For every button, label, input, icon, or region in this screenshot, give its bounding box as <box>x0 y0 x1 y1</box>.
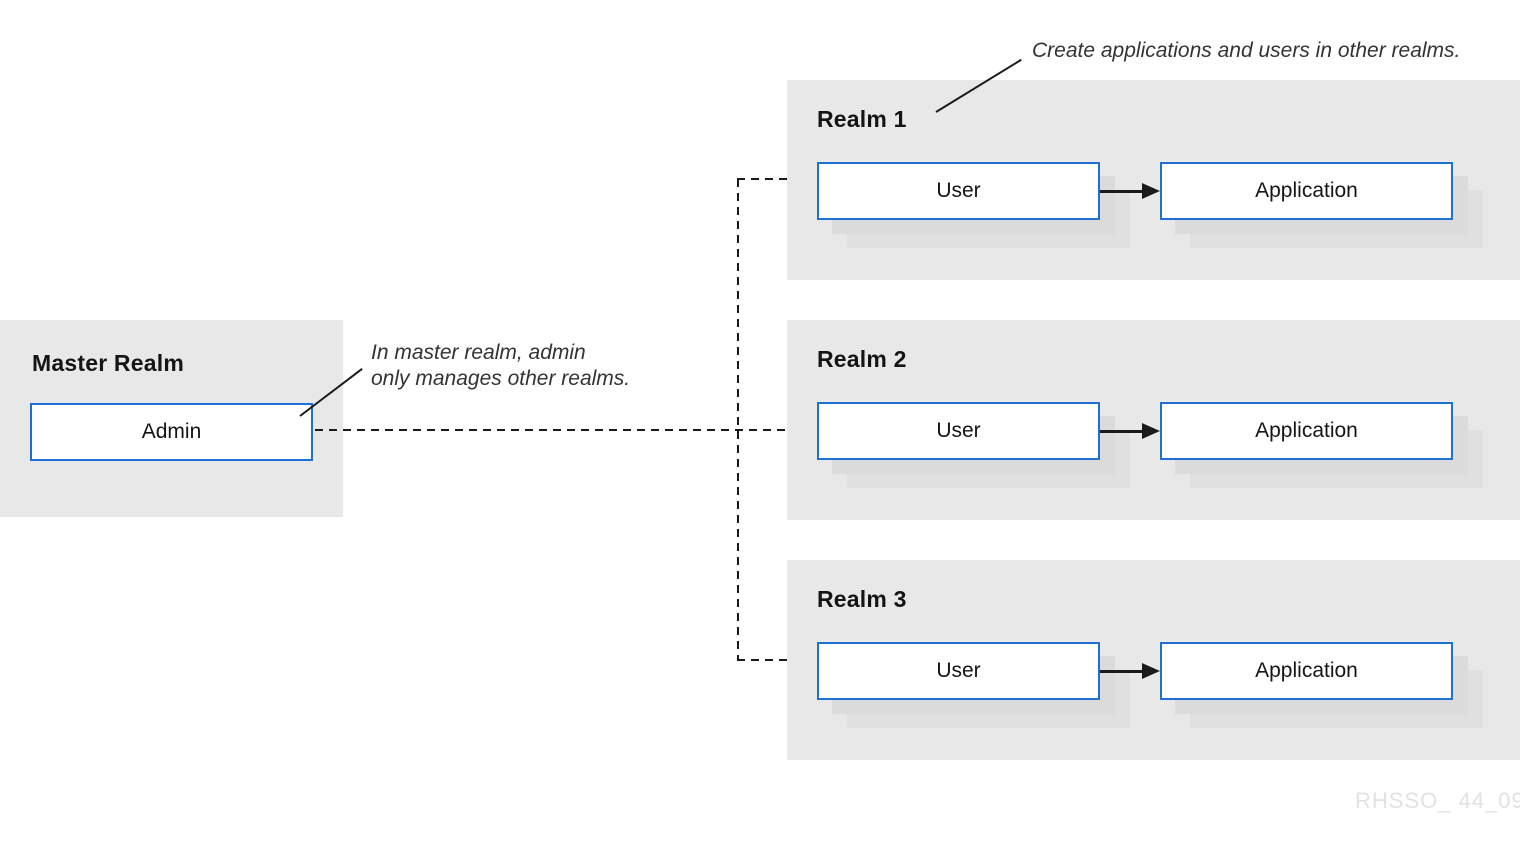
realm-1-panel: Realm 1 User Application <box>787 80 1520 280</box>
user-node-label: User <box>936 659 981 682</box>
realm-2-panel: Realm 2 User Application <box>787 320 1520 520</box>
realm-1-title: Realm 1 <box>817 106 907 132</box>
master-annotation-line-1: In master realm, admin <box>371 341 586 364</box>
admin-node: Admin <box>30 403 313 461</box>
realm-3-application-node: Application <box>1160 642 1453 700</box>
dashed-line-vertical-trunk <box>737 179 739 661</box>
dashed-line-to-realm-1 <box>737 178 787 180</box>
arrow-head-icon <box>1142 423 1160 439</box>
watermark-label: RHSSO_ 44_0919 <box>1355 788 1520 813</box>
realm-3-panel: Realm 3 User Application <box>787 560 1520 760</box>
realm-3-user-node: User <box>817 642 1100 700</box>
arrow-user-to-application-realm-2 <box>1100 423 1160 439</box>
arrow-head-icon <box>1142 183 1160 199</box>
arrow-head-icon <box>1142 663 1160 679</box>
application-node-label: Application <box>1255 179 1358 202</box>
arrow-shaft <box>1100 430 1144 433</box>
master-annotation-line-2: only manages other realms. <box>371 367 631 390</box>
application-node-label: Application <box>1255 659 1358 682</box>
arrow-user-to-application-realm-3 <box>1100 663 1160 679</box>
user-node-label: User <box>936 179 981 202</box>
master-realm-title: Master Realm <box>32 350 184 376</box>
dashed-line-to-realm-3 <box>737 659 787 661</box>
user-node-label: User <box>936 419 981 442</box>
realm-1-user-node: User <box>817 162 1100 220</box>
realm-2-user-node: User <box>817 402 1100 460</box>
realm-1-application-node: Application <box>1160 162 1453 220</box>
master-annotation: In master realm, admin only manages othe… <box>371 340 630 392</box>
arrow-shaft <box>1100 670 1144 673</box>
master-realm-panel: Master Realm Admin <box>0 320 343 517</box>
realms-annotation: Create applications and users in other r… <box>1032 39 1461 62</box>
admin-node-label: Admin <box>141 420 202 443</box>
realm-3-title: Realm 3 <box>817 586 907 612</box>
dashed-line-admin-to-realm-2 <box>315 429 787 431</box>
application-node-label: Application <box>1255 419 1358 442</box>
arrow-user-to-application-realm-1 <box>1100 183 1160 199</box>
arrow-shaft <box>1100 190 1144 193</box>
realm-2-title: Realm 2 <box>817 346 907 372</box>
realm-2-application-node: Application <box>1160 402 1453 460</box>
